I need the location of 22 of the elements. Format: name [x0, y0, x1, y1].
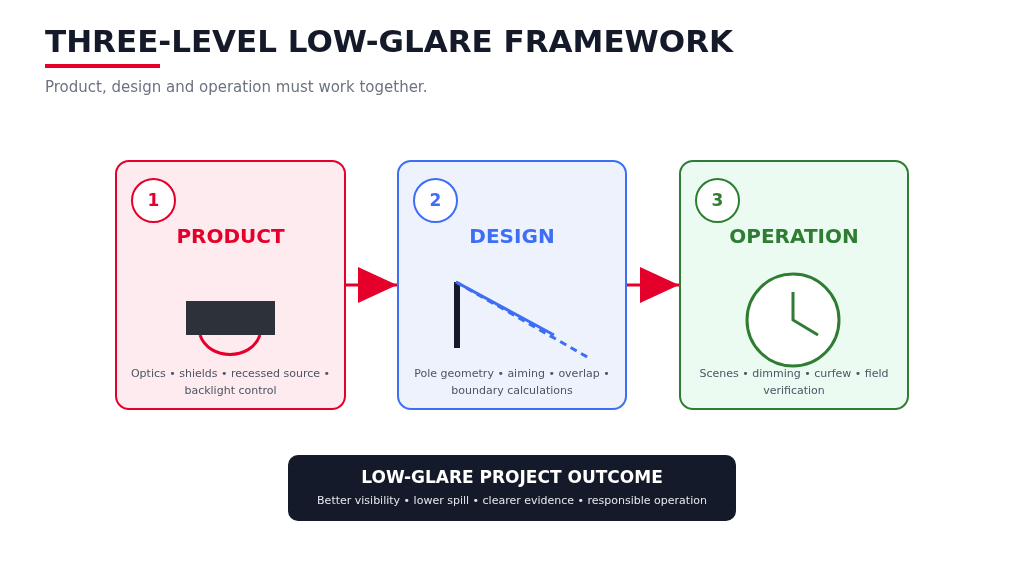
step-number: 3	[711, 192, 724, 209]
step-card	[397, 160, 627, 410]
number-circle	[413, 178, 458, 223]
step-card	[115, 160, 346, 410]
step-number: 1	[147, 192, 160, 209]
card-heading: DESIGN	[468, 224, 556, 248]
number-circle	[695, 178, 740, 223]
outcome-banner	[288, 455, 736, 521]
card-description: Pole geometry • aiming • overlap • boundary calculations	[413, 366, 611, 399]
banner-heading: LOW-GLARE PROJECT OUTCOME	[360, 466, 664, 488]
number-circle	[131, 178, 176, 223]
title: THREE-LEVEL LOW-GLARE FRAMEWORK	[45, 26, 734, 57]
card-description: Optics • shields • recessed source • backlight control	[129, 366, 332, 399]
banner-text: Better visibility • lower spill • clearer evidence • responsible operation	[316, 493, 708, 509]
step-number: 2	[429, 192, 442, 209]
arrow	[346, 267, 397, 303]
step-card	[679, 160, 909, 410]
arrow	[627, 267, 679, 303]
subtitle: Product, design and operation must work together.	[45, 80, 428, 95]
card-description: Scenes • dimming • curfew • field verification	[698, 366, 890, 399]
card-heading: PRODUCT	[175, 224, 286, 248]
card-heading: OPERATION	[728, 224, 860, 248]
